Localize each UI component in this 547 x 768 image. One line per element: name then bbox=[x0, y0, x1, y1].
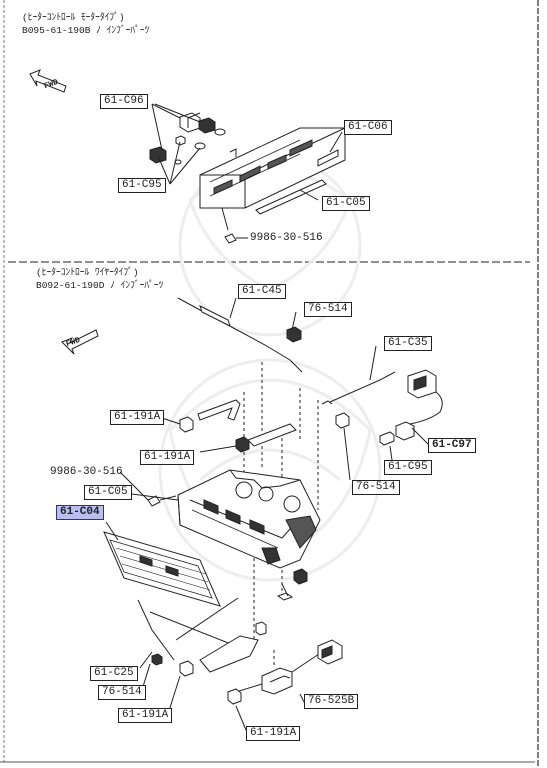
part-label-61-c97[interactable]: 61-C97 bbox=[428, 438, 476, 453]
bottom-header-type: (ﾋｰﾀｰｺﾝﾄﾛｰﾙ ﾜｲﾔｰﾀｲﾌﾟ) bbox=[36, 267, 139, 278]
part-label-9986-30-516-top[interactable]: 9986-30-516 bbox=[250, 232, 323, 244]
part-label-76-525b[interactable]: 76-525B bbox=[304, 694, 359, 709]
control-cable-c45 bbox=[177, 297, 303, 373]
part-label-61-c05-bottom[interactable]: 61-C05 bbox=[84, 485, 132, 500]
part-label-61-c45[interactable]: 61-C45 bbox=[238, 284, 286, 299]
part-label-61-c05-top[interactable]: 61-C05 bbox=[322, 196, 370, 211]
part-label-61-c95-bottom[interactable]: 61-C95 bbox=[384, 460, 432, 475]
top-header-type: (ﾋｰﾀｰｺﾝﾄﾛｰﾙ ﾓｰﾀｰﾀｲﾌﾟ) bbox=[22, 12, 125, 23]
front-panel-c04 bbox=[103, 531, 221, 607]
actuator-76-525b bbox=[235, 639, 343, 703]
part-label-61-c06[interactable]: 61-C06 bbox=[344, 120, 392, 135]
part-label-61-c35[interactable]: 61-C35 bbox=[384, 336, 432, 351]
part-label-61-191a-lower-left[interactable]: 61-191A bbox=[118, 708, 173, 723]
heater-control-panel-motor bbox=[199, 127, 346, 231]
part-label-9986-30-516-bottom[interactable]: 9986-30-516 bbox=[50, 466, 123, 478]
part-label-61-191a-lower-right[interactable]: 61-191A bbox=[246, 726, 301, 741]
bottom-header-partno: B092-61-190D ﾉ ｲﾝﾌﾞｰﾊﾟｰﾂ bbox=[36, 280, 164, 291]
part-label-61-191a-mid[interactable]: 61-191A bbox=[140, 450, 195, 465]
part-label-61-c25[interactable]: 61-C25 bbox=[90, 666, 138, 681]
part-label-61-c96[interactable]: 61-C96 bbox=[100, 94, 148, 109]
part-label-61-c04-highlighted[interactable]: 61-C04 bbox=[56, 505, 104, 520]
part-label-61-c95-top[interactable]: 61-C95 bbox=[118, 178, 166, 193]
wiring-connector-c97 bbox=[379, 369, 443, 461]
top-header-partno: B095-61-190B ﾉ ｲﾝﾌﾞｰﾊﾟｰﾂ bbox=[22, 25, 150, 36]
part-label-76-514-upper[interactable]: 76-514 bbox=[304, 302, 352, 317]
part-label-61-191a-upper[interactable]: 61-191A bbox=[110, 410, 165, 425]
heater-control-unit-wire bbox=[177, 469, 321, 569]
blower-switch-group bbox=[149, 112, 226, 165]
part-label-76-514-lower[interactable]: 76-514 bbox=[98, 685, 146, 700]
part-label-76-514-right[interactable]: 76-514 bbox=[352, 480, 400, 495]
